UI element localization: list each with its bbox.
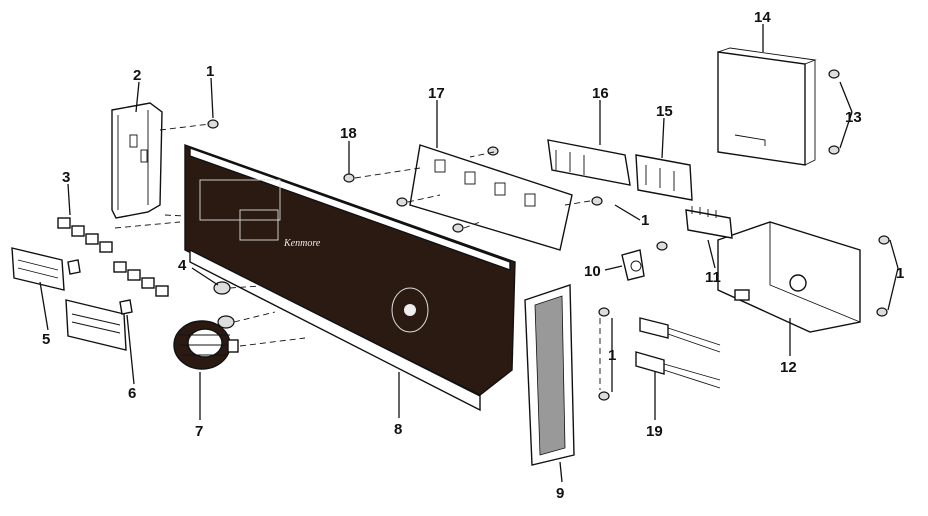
callout-4: 4 — [178, 257, 187, 274]
part-19-connectors — [635, 317, 721, 389]
callout-1: 1 — [896, 265, 904, 282]
callout-labels: 1 1 1 1 2 3 4 5 6 7 8 9 10 11 12 13 14 1… — [42, 9, 904, 502]
part-6-clips — [67, 259, 133, 315]
part-17-bracket — [409, 144, 573, 251]
part-7-knob — [173, 320, 239, 370]
part-12-timer — [717, 221, 861, 333]
leader-lines — [39, 24, 899, 483]
callout-9: 9 — [556, 485, 564, 502]
callout-1: 1 — [608, 347, 616, 364]
callout-13: 13 — [845, 109, 862, 126]
part-16-switch — [547, 139, 631, 186]
part-15-switch — [635, 154, 693, 201]
callout-1: 1 — [641, 212, 649, 229]
callout-19: 19 — [646, 423, 663, 440]
part-11-terminal — [685, 206, 733, 239]
callout-1: 1 — [206, 63, 214, 80]
callout-3: 3 — [62, 169, 70, 186]
screws — [207, 69, 890, 401]
callout-6: 6 — [128, 385, 136, 402]
callout-11: 11 — [705, 269, 721, 286]
callout-18: 18 — [340, 125, 357, 142]
callout-14: 14 — [754, 9, 771, 26]
part-4-screws — [213, 281, 235, 329]
callout-12: 12 — [780, 359, 797, 376]
part-3-button-caps — [57, 217, 169, 297]
callout-16: 16 — [592, 85, 609, 102]
callout-17: 17 — [428, 85, 445, 102]
callout-8: 8 — [394, 421, 402, 438]
brand-logo: Kenmore — [283, 238, 321, 249]
callout-15: 15 — [656, 103, 673, 120]
callout-7: 7 — [195, 423, 203, 440]
alignment-lines — [114, 123, 601, 390]
part-10-clip — [621, 249, 645, 281]
part-8-control-panel: Kenmore — [184, 144, 516, 412]
callout-10: 10 — [584, 263, 601, 280]
callout-5: 5 — [42, 331, 50, 348]
part-2-side-bracket — [111, 102, 163, 219]
part-14-cover — [717, 47, 817, 166]
callout-2: 2 — [133, 67, 141, 84]
part-9-grille — [524, 284, 575, 466]
part-5-button-strips — [11, 247, 127, 351]
